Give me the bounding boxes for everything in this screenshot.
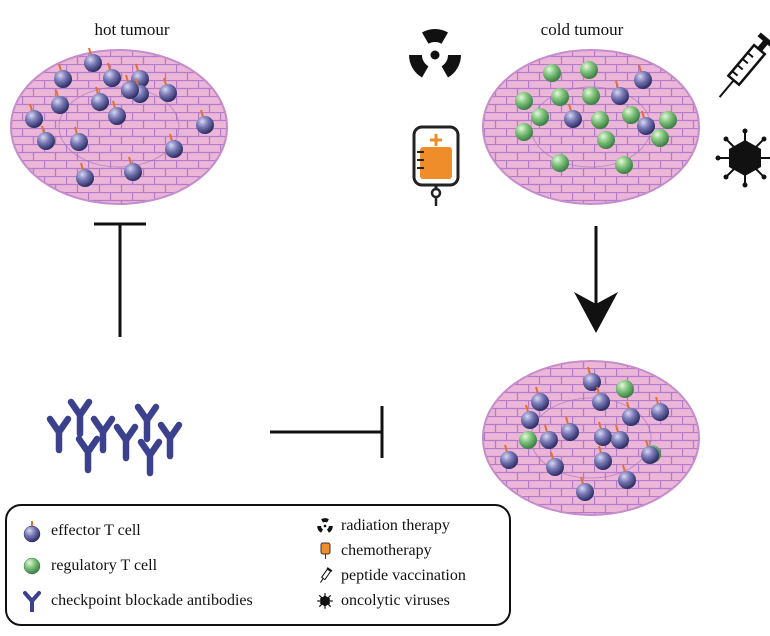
regulatory-t-cell	[616, 380, 634, 398]
legend-effector: effector T cell	[21, 518, 141, 544]
legend-radiation: radiation therapy	[317, 517, 450, 535]
regulatory-t-cell	[551, 88, 569, 106]
chemotherapy-iv-bag-icon	[414, 127, 458, 206]
legend-chemotherapy-label: chemotherapy	[341, 542, 432, 560]
regulatory-t-cell	[543, 64, 561, 82]
hot-tumour-title: hot tumour	[12, 20, 252, 40]
antibody-icon	[141, 442, 159, 473]
inhibition-to-hot-tumour	[94, 224, 146, 337]
regulatory-t-cell	[531, 108, 549, 126]
legend-antibodies-label: checkpoint blockade antibodies	[51, 592, 253, 610]
antibody-icon	[21, 590, 43, 612]
regulatory-cell-icon	[21, 555, 43, 577]
syringe-icon	[712, 32, 770, 103]
conversion-arrow	[574, 226, 618, 333]
legend-chemotherapy: chemotherapy	[317, 542, 432, 560]
converted-hot-tumour	[483, 361, 699, 515]
chemotherapy-iv-bag-icon	[317, 542, 333, 560]
legend-oncolytic-label: oncolytic viruses	[341, 592, 450, 610]
antibody-icon	[161, 425, 179, 456]
cold-tumour-title: cold tumour	[462, 20, 702, 40]
antibody-icon	[71, 402, 89, 434]
legend-antibodies: checkpoint blockade antibodies	[21, 590, 253, 612]
legend-effector-label: effector T cell	[51, 522, 141, 540]
regulatory-t-cell	[659, 111, 677, 129]
effector-cell-icon	[21, 518, 43, 544]
legend-regulatory-label: regulatory T cell	[51, 557, 157, 575]
radiation-icon	[406, 29, 464, 79]
legend-radiation-label: radiation therapy	[341, 517, 450, 535]
antibody-icon	[50, 419, 68, 450]
regulatory-t-cell	[551, 154, 569, 172]
cold-tumour	[483, 50, 699, 204]
virus-icon	[716, 129, 770, 188]
antibody-icon	[138, 407, 156, 439]
checkpoint-antibodies-cluster	[50, 402, 179, 473]
inhibition-to-converted-tumour	[270, 406, 382, 458]
regulatory-t-cell	[515, 92, 533, 110]
antibody-icon	[79, 439, 97, 470]
regulatory-t-cell	[651, 129, 669, 147]
syringe-icon	[317, 567, 333, 585]
antibody-icon	[94, 419, 112, 450]
radiation-icon	[317, 518, 333, 534]
legend: effector T cell regulatory T cell checkp…	[5, 504, 511, 626]
regulatory-t-cell	[615, 156, 633, 174]
regulatory-t-cell	[515, 123, 533, 141]
regulatory-t-cell	[622, 106, 640, 124]
regulatory-t-cell	[519, 431, 537, 449]
legend-vaccination: peptide vaccination	[317, 567, 466, 585]
regulatory-t-cell	[582, 87, 600, 105]
antibody-icon	[117, 427, 135, 458]
regulatory-t-cell	[597, 131, 615, 149]
regulatory-t-cell	[591, 111, 609, 129]
hot-tumour	[11, 48, 227, 204]
regulatory-t-cell	[580, 61, 598, 79]
virus-icon	[317, 592, 333, 610]
legend-regulatory: regulatory T cell	[21, 555, 157, 577]
legend-vaccination-label: peptide vaccination	[341, 567, 466, 585]
legend-oncolytic: oncolytic viruses	[317, 592, 450, 610]
